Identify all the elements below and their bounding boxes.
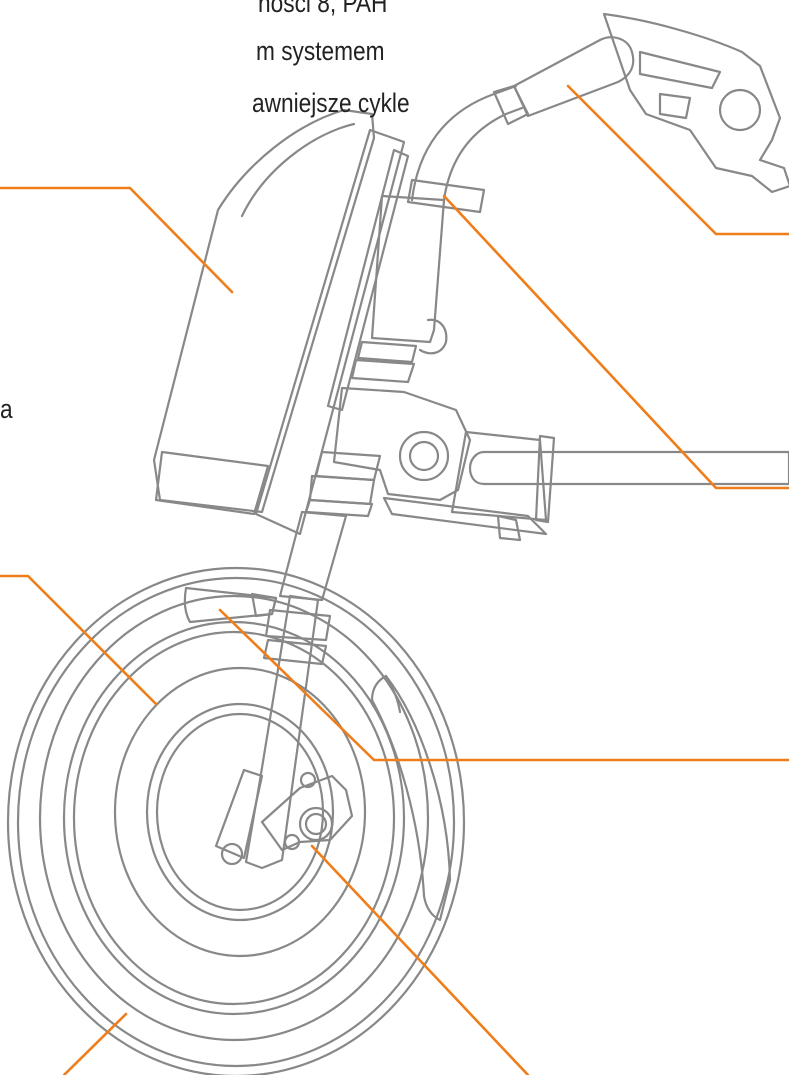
lever-tip	[496, 514, 522, 542]
upper-tube	[370, 194, 446, 344]
leader-steering-tube	[442, 194, 789, 490]
mount-bar	[468, 450, 789, 486]
handlebar	[410, 12, 789, 202]
leader-brake-lever	[218, 608, 789, 762]
control-button	[718, 88, 762, 132]
lever-rail	[382, 496, 548, 536]
axle-inner	[304, 812, 328, 836]
leader-lines	[0, 84, 789, 1077]
lower-column	[278, 510, 348, 602]
column-collar-2	[304, 498, 374, 518]
handlebar-tube-right	[442, 106, 524, 202]
hub-motor-inner	[145, 702, 335, 922]
battery-edge-top	[240, 122, 356, 218]
fork-collar-bottom	[262, 638, 328, 666]
pivot-inner	[408, 440, 440, 472]
leader-tire	[62, 1012, 128, 1077]
housing-body	[332, 386, 472, 502]
mount-clamp	[450, 430, 548, 522]
front-wheel	[6, 566, 466, 1078]
fender-edge	[384, 674, 402, 714]
throttle-grip	[512, 36, 635, 118]
axle-outer	[298, 806, 334, 842]
hub-motor-core	[155, 712, 325, 912]
leader-hub	[310, 844, 530, 1077]
fender	[370, 674, 452, 922]
upper-collar-2	[350, 358, 416, 384]
leader-battery	[0, 186, 234, 294]
control-housing	[602, 12, 789, 194]
tire-outer-inner	[16, 576, 456, 1068]
bracket-bolt-bottom	[283, 833, 301, 851]
hub-motor-outer	[113, 666, 367, 958]
leader-wheel	[0, 574, 158, 706]
battery-pack	[152, 108, 376, 514]
battery-base	[154, 450, 270, 516]
central-housing	[332, 386, 789, 542]
brake-lever-shape	[183, 586, 278, 624]
battery-side	[254, 128, 406, 536]
upper-collar-1	[356, 340, 418, 364]
tube-knob	[418, 318, 448, 355]
tire-inner	[38, 594, 430, 1042]
brake-lever-tip	[250, 592, 278, 618]
column-clamp	[314, 450, 382, 482]
text-fragment-3: awniejsze cykle	[252, 88, 410, 118]
battery	[152, 108, 410, 536]
tire-outer	[6, 566, 466, 1078]
tube-clamp	[406, 178, 486, 214]
text-fragment-2: m systemem	[256, 36, 385, 66]
fork-collar-top	[264, 608, 332, 642]
axle-bracket	[260, 771, 354, 852]
control-detail	[658, 92, 692, 120]
text-fragment-1: ności 8, PAH	[258, 0, 388, 18]
clamp-post	[534, 434, 556, 524]
control-slot	[638, 50, 722, 90]
fork	[214, 594, 332, 870]
handlebar-tube-left	[410, 84, 518, 202]
leader-throttle	[566, 84, 789, 236]
brake-lever	[183, 586, 278, 624]
fork-dropout	[214, 768, 264, 860]
fork-bolt	[220, 842, 244, 866]
rim-inner	[72, 630, 396, 1006]
pivot-outer	[398, 430, 450, 482]
bracket-bolt-top	[299, 771, 317, 789]
text-fragment-4: a	[0, 394, 13, 424]
battery-rail	[326, 148, 410, 412]
